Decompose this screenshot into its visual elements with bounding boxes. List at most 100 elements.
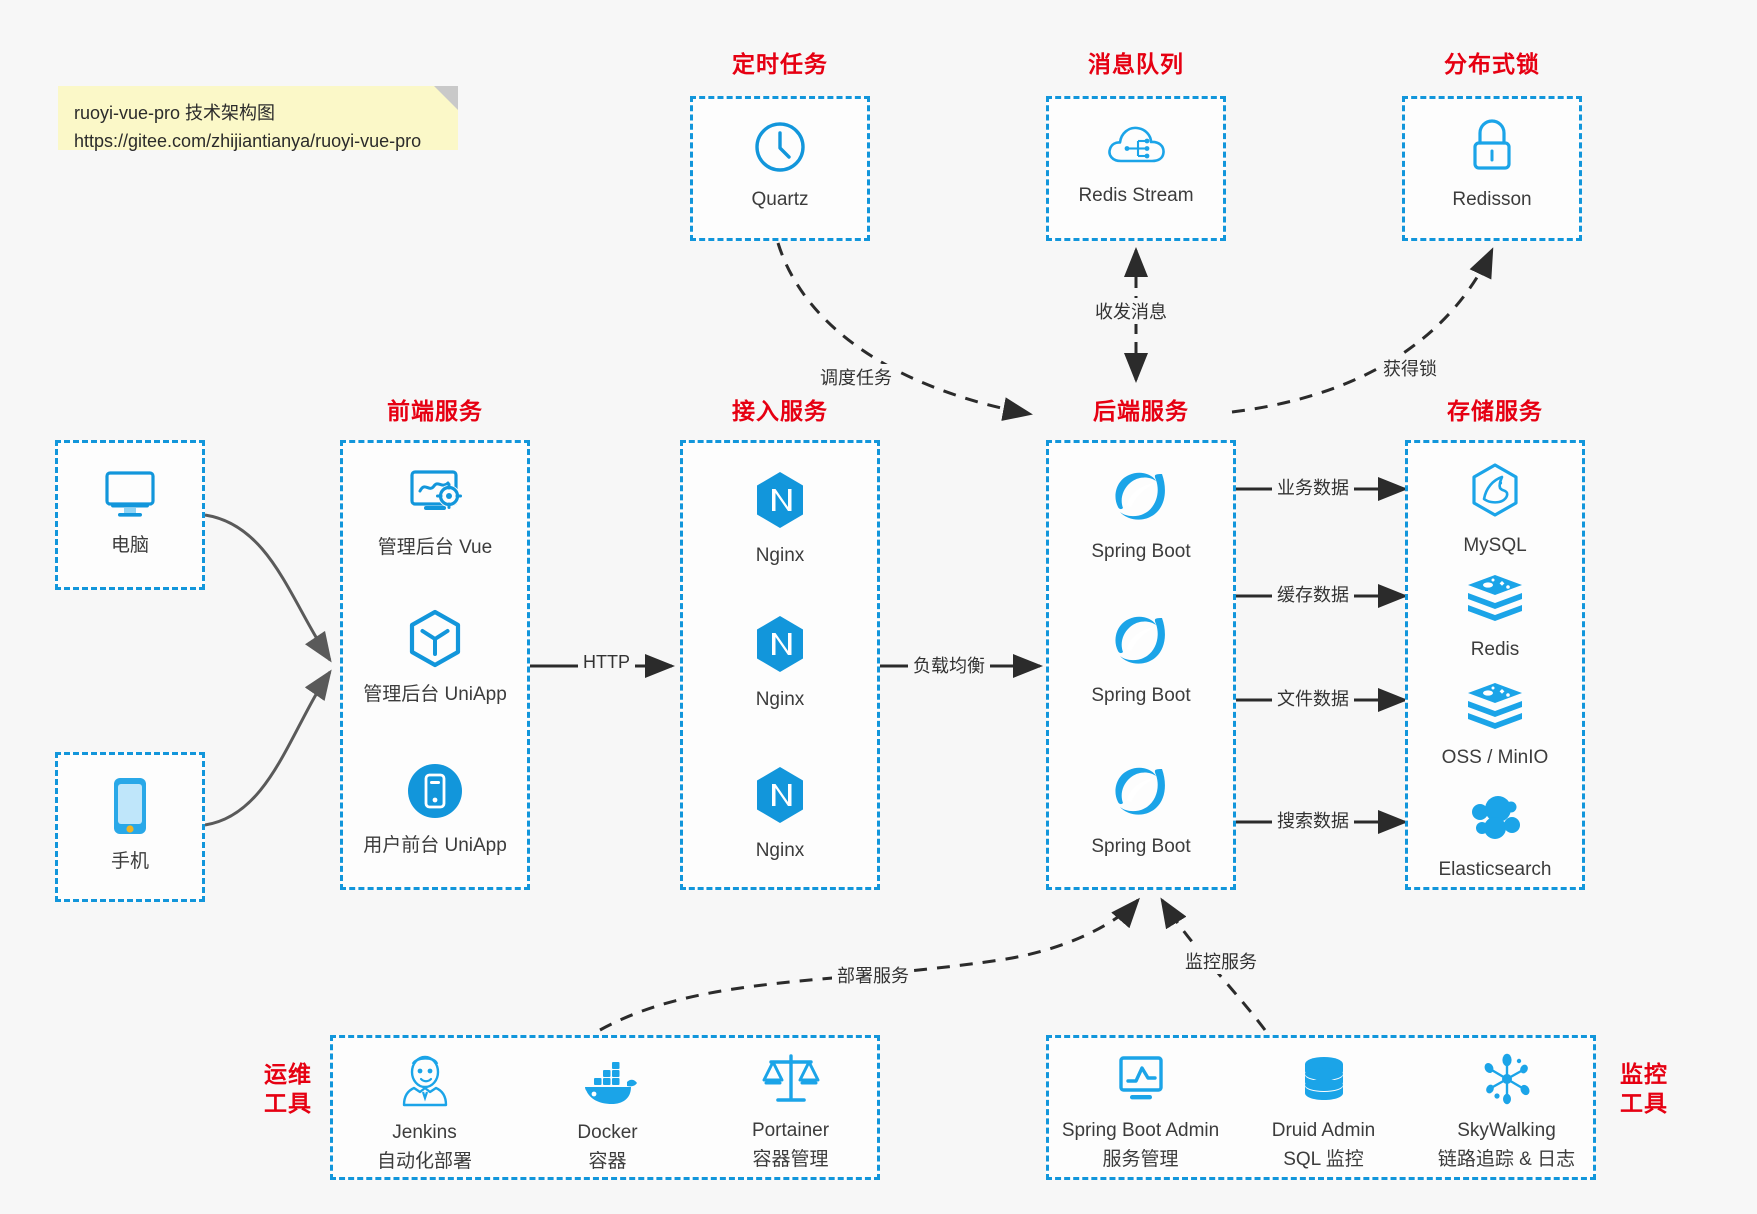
node-label: SkyWalking <box>1457 1120 1556 1141</box>
uniapp-hexagon-icon <box>406 608 464 675</box>
database-cylinder-icon <box>1297 1056 1351 1111</box>
portainer-scale-icon <box>761 1052 821 1111</box>
edge-label-cache: 缓存数据 <box>1272 581 1354 607</box>
group-box-devops: Jenkins 自动化部署 <box>330 1035 880 1180</box>
node-label: 管理后台 Vue <box>377 537 493 558</box>
node-pc[interactable]: 电脑 <box>58 465 202 558</box>
monitor-chart-icon <box>1112 1054 1170 1111</box>
group-box-backend: Spring Boot Spring Boot Spring Boot <box>1046 440 1236 890</box>
node-label: 电脑 <box>110 535 149 556</box>
edge-label-biz: 业务数据 <box>1272 474 1354 500</box>
node-spring-boot-admin[interactable]: Spring Boot Admin 服务管理 <box>1049 1054 1232 1173</box>
mysql-icon <box>1466 461 1524 526</box>
node-mysql[interactable]: MySQL <box>1408 461 1582 558</box>
node-label: 手机 <box>110 851 149 872</box>
edge-label-http: HTTP <box>578 652 635 673</box>
node-druid-admin[interactable]: Druid Admin SQL 监控 <box>1232 1056 1415 1173</box>
node-mobile[interactable]: 手机 <box>58 775 202 874</box>
node-admin-vue[interactable]: 管理后台 Vue <box>343 465 527 560</box>
node-label: Spring Boot <box>1091 836 1191 857</box>
edge-label-search: 搜索数据 <box>1272 807 1354 833</box>
minio-icon <box>1464 679 1526 738</box>
node-label: OSS / MinIO <box>1441 747 1549 768</box>
group-title-monitor: 监控 工具 <box>1614 1060 1674 1119</box>
node-skywalking[interactable]: SkyWalking 链路追踪 & 日志 <box>1415 1052 1598 1173</box>
node-label: MySQL <box>1463 535 1527 556</box>
group-title-mq: 消息队列 <box>1088 51 1184 77</box>
edge-label-mq: 收发消息 <box>1090 298 1172 324</box>
spring-boot-icon <box>1110 611 1172 676</box>
node-sublabel: 链路追踪 & 日志 <box>1437 1149 1576 1171</box>
node-label: Elasticsearch <box>1438 859 1552 880</box>
node-jenkins[interactable]: Jenkins 自动化部署 <box>333 1052 516 1175</box>
nginx-icon <box>751 469 809 536</box>
edge-label-schedule: 调度任务 <box>815 364 897 390</box>
group-title-devops-line1: 运维 <box>264 1061 312 1087</box>
group-title-lock: 分布式锁 <box>1444 51 1540 77</box>
mobile-circle-icon <box>405 761 465 826</box>
node-label: Nginx <box>755 545 805 566</box>
group-box-mq: Redis Stream <box>1046 96 1226 241</box>
node-nginx-3[interactable]: Nginx <box>683 764 877 863</box>
group-title-scheduler: 定时任务 <box>732 51 828 77</box>
group-box-scheduler: Quartz <box>690 96 870 241</box>
edge-label-lb: 负载均衡 <box>908 652 990 678</box>
node-admin-uniapp[interactable]: 管理后台 UniApp <box>343 608 527 707</box>
node-elasticsearch[interactable]: Elasticsearch <box>1408 787 1582 882</box>
node-sublabel: 容器管理 <box>752 1149 829 1171</box>
node-nginx-2[interactable]: Nginx <box>683 613 877 712</box>
smartphone-icon <box>108 775 152 842</box>
note-fold-corner <box>434 86 458 110</box>
cloud-network-icon <box>1105 121 1167 176</box>
node-springboot-2[interactable]: Spring Boot <box>1049 611 1233 708</box>
group-title-devops: 运维 工具 <box>258 1060 318 1119</box>
node-nginx-1[interactable]: Nginx <box>683 469 877 568</box>
group-title-devops-line2: 工具 <box>264 1090 312 1117</box>
redis-icon <box>1464 571 1526 630</box>
node-label: 管理后台 UniApp <box>363 684 507 705</box>
node-redisson[interactable]: Redisson <box>1405 117 1579 212</box>
group-box-client-pc: 电脑 <box>55 440 205 590</box>
node-label: 用户前台 UniApp <box>363 835 507 856</box>
group-title-frontend: 前端服务 <box>387 398 483 424</box>
group-box-gateway: Nginx Nginx Nginx <box>680 440 880 890</box>
node-label: Spring Boot <box>1091 685 1191 706</box>
edge-label-monitor: 监控服务 <box>1180 948 1262 974</box>
node-label: Spring Boot <box>1091 541 1191 562</box>
node-redis-stream[interactable]: Redis Stream <box>1049 121 1223 208</box>
padlock-icon <box>1466 117 1518 180</box>
nginx-icon <box>751 613 809 680</box>
nginx-icon <box>751 764 809 831</box>
node-springboot-3[interactable]: Spring Boot <box>1049 762 1233 859</box>
docker-icon <box>577 1060 639 1113</box>
sticky-note: ruoyi-vue-pro 技术架构图 https://gitee.com/zh… <box>58 86 458 151</box>
node-sublabel: 服务管理 <box>1102 1149 1179 1171</box>
node-label: Redis <box>1470 639 1520 660</box>
note-line-url: https://gitee.com/zhijiantianya/ruoyi-vu… <box>74 130 422 151</box>
node-oss-minio[interactable]: OSS / MinIO <box>1408 679 1582 770</box>
node-docker[interactable]: Docker 容器 <box>516 1060 699 1175</box>
edge-label-file: 文件数据 <box>1272 685 1354 711</box>
node-redis[interactable]: Redis <box>1408 571 1582 662</box>
node-label: Spring Boot Admin <box>1061 1120 1220 1141</box>
jenkins-icon <box>397 1052 453 1113</box>
node-springboot-1[interactable]: Spring Boot <box>1049 467 1233 564</box>
spring-boot-icon <box>1110 762 1172 827</box>
note-line-title: ruoyi-vue-pro 技术架构图 <box>74 103 276 123</box>
group-title-monitor-line1: 监控 <box>1620 1061 1668 1087</box>
group-box-monitor: Spring Boot Admin 服务管理 Druid Admin SQL 监… <box>1046 1035 1596 1180</box>
node-portainer[interactable]: Portainer 容器管理 <box>699 1052 882 1173</box>
edge-label-lock: 获得锁 <box>1378 355 1442 381</box>
node-sublabel: SQL 监控 <box>1283 1149 1364 1171</box>
group-title-backend: 后端服务 <box>1093 398 1189 424</box>
elasticsearch-icon <box>1465 787 1525 850</box>
group-title-gateway: 接入服务 <box>732 398 828 424</box>
node-label: Jenkins <box>392 1122 457 1143</box>
edge-label-deploy: 部署服务 <box>832 962 914 988</box>
node-label: Portainer <box>751 1120 830 1141</box>
node-label: Druid Admin <box>1271 1120 1376 1141</box>
node-quartz[interactable]: Quartz <box>693 119 867 212</box>
node-user-uniapp[interactable]: 用户前台 UniApp <box>343 761 527 858</box>
group-title-monitor-line2: 工具 <box>1620 1090 1668 1117</box>
